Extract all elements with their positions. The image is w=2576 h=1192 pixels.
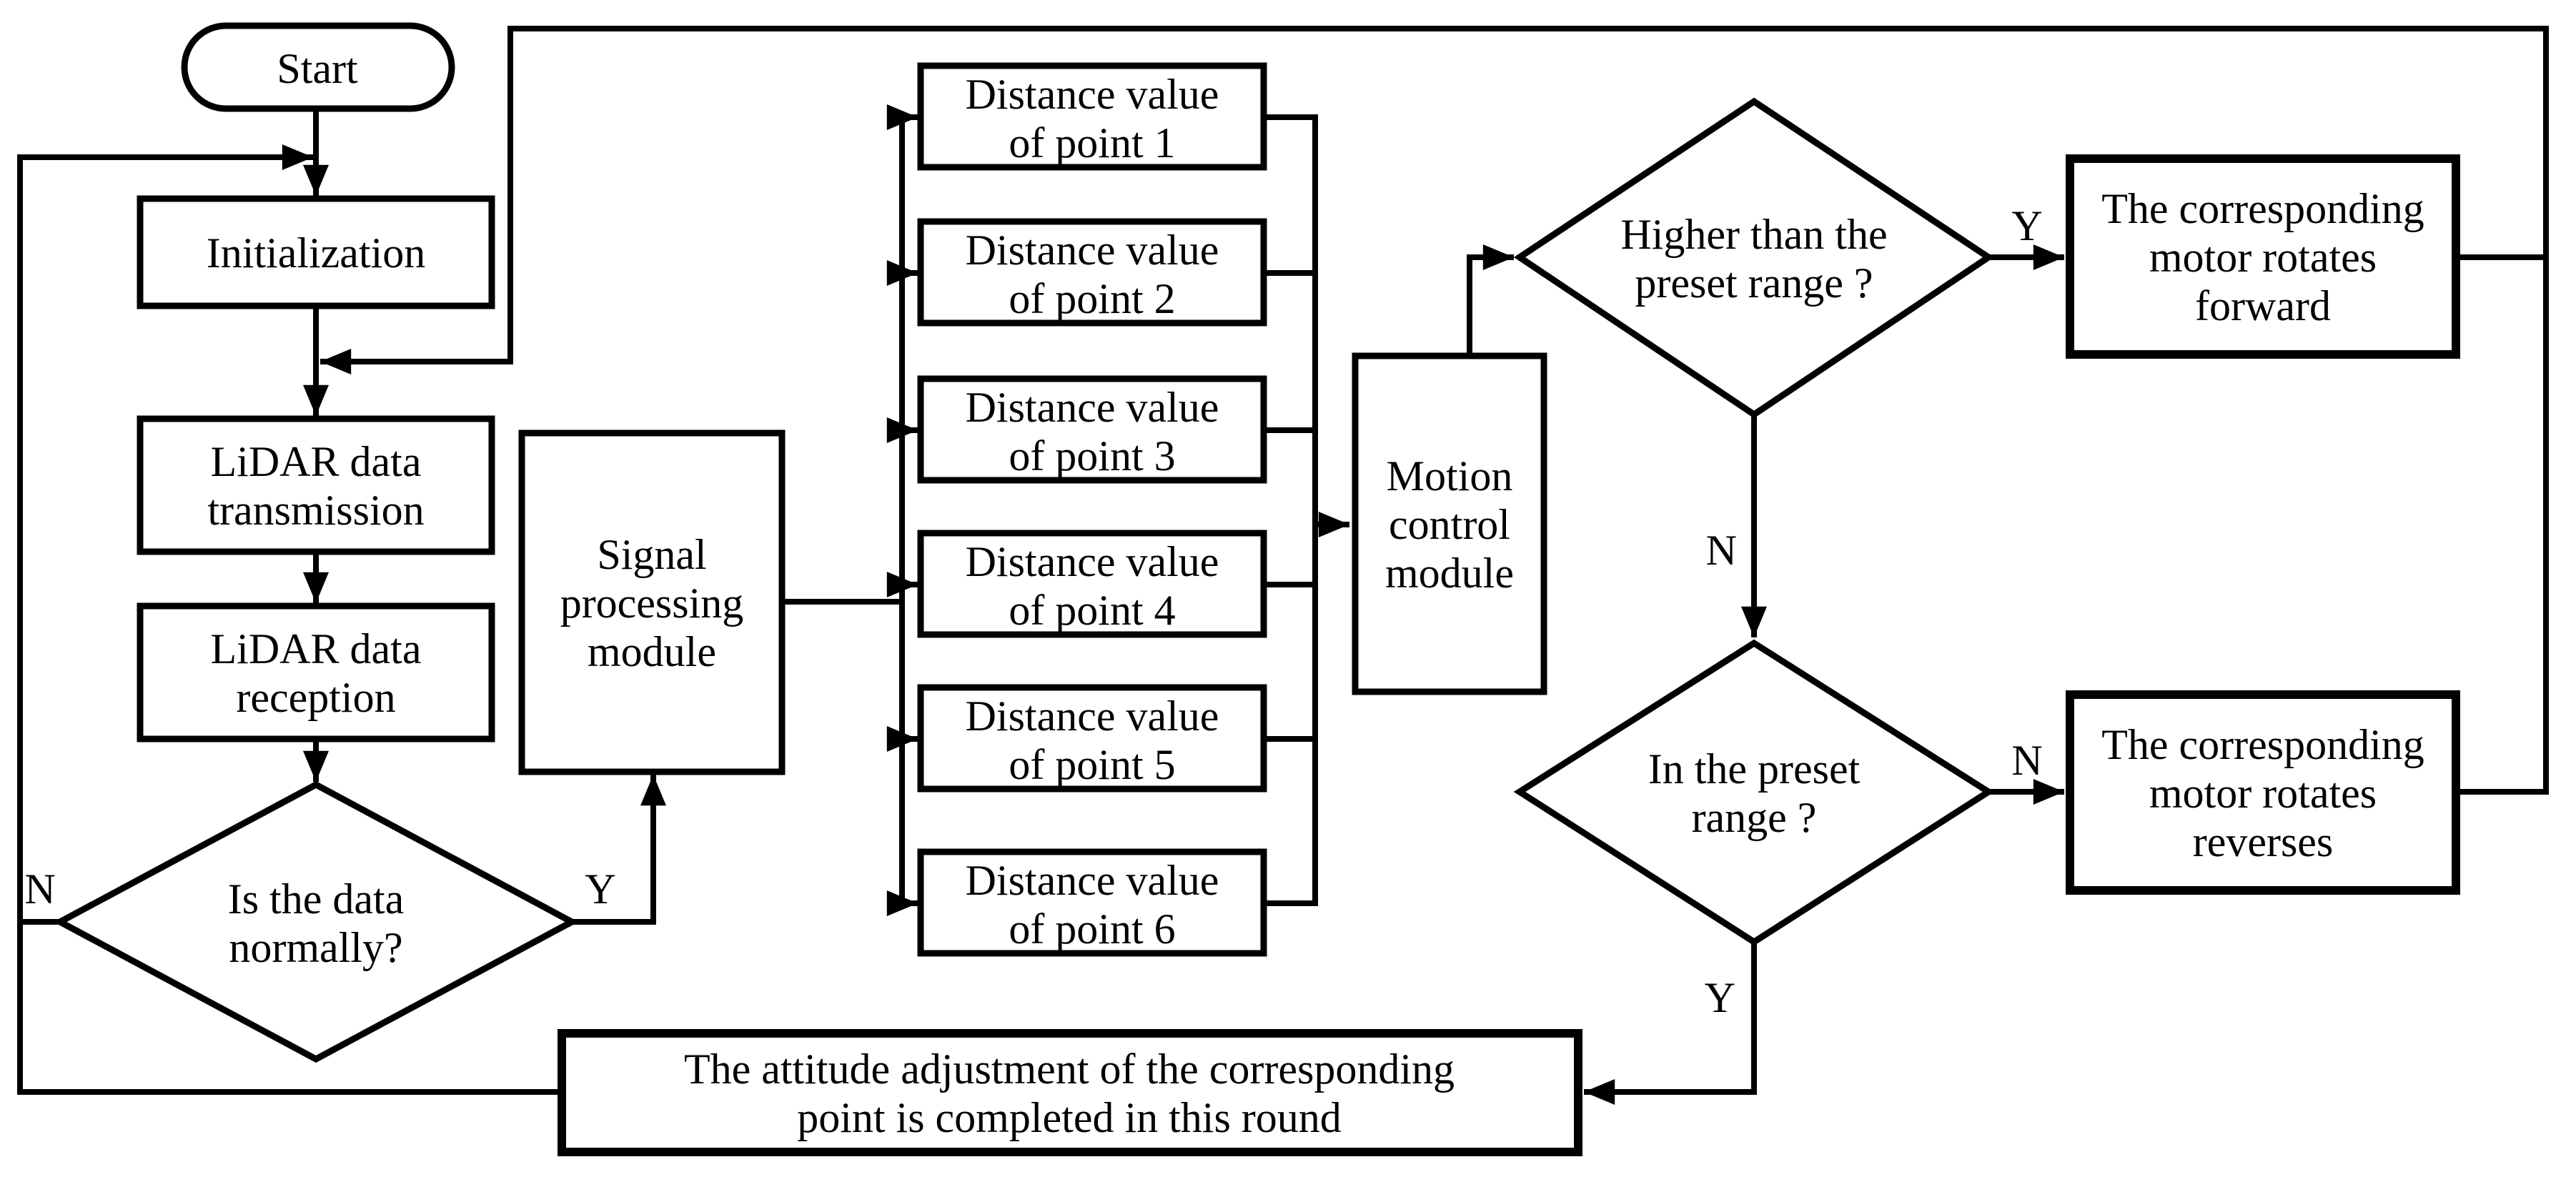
node-attitude-complete: The attitude adjustment of the correspon… (558, 1029, 1582, 1156)
process-box (2066, 690, 2460, 895)
node-label: LiDAR data (211, 625, 422, 672)
edge-label-yes: Y (2011, 202, 2042, 249)
node-label: point is completed in this round (797, 1094, 1342, 1141)
node-label: LiDAR data (211, 438, 422, 485)
node-distance-point-3: Distance value of point 3 (917, 375, 1267, 484)
node-label: Distance value (966, 538, 1219, 585)
node-distance-point-1: Distance value of point 1 (917, 62, 1267, 171)
node-in-preset-range-decision: In the preset range ? (1513, 639, 1995, 946)
edge-label-no: N (24, 865, 55, 913)
edge-label-no: N (1706, 527, 1737, 574)
node-label: transmission (207, 487, 424, 534)
node-label: processing (560, 580, 744, 627)
edge-label-yes: Y (1705, 974, 1735, 1021)
node-label: range ? (1692, 794, 1817, 841)
node-label: Motion (1387, 452, 1513, 500)
process-box (518, 429, 786, 775)
node-label: Distance value (966, 857, 1219, 904)
node-lidar-transmission: LiDAR data transmission (137, 415, 495, 555)
node-distance-point-2: Distance value of point 2 (917, 218, 1267, 327)
node-label: of point 4 (1009, 587, 1175, 634)
edge-right-feedback-loop (320, 26, 2549, 795)
node-label: The corresponding (2101, 721, 2424, 768)
node-label: of point 2 (1009, 275, 1175, 322)
node-signal-processing: Signal processing module (518, 429, 786, 775)
node-label: reception (236, 674, 395, 721)
node-label: Higher than the (1620, 211, 1887, 258)
node-label: of point 5 (1009, 741, 1175, 788)
edge-in-range-yes (1584, 942, 1757, 1105)
node-label: of point 1 (1009, 119, 1175, 167)
process-box (917, 848, 1267, 957)
decision-diamond (1513, 639, 1995, 946)
node-label: module (588, 628, 716, 675)
node-distance-point-6: Distance value of point 6 (917, 848, 1267, 957)
process-box (917, 375, 1267, 484)
node-label: of point 6 (1009, 905, 1175, 953)
node-motor-forward: The corresponding motor rotates forward (2066, 154, 2460, 359)
node-lidar-reception: LiDAR data reception (137, 602, 495, 742)
node-higher-than-preset-decision: Higher than the preset range ? (1513, 97, 1995, 419)
node-label: preset range ? (1635, 259, 1873, 307)
edge-label-yes: Y (585, 865, 615, 913)
node-label: module (1385, 550, 1514, 597)
process-box (137, 415, 495, 555)
node-label: The attitude adjustment of the correspon… (684, 1046, 1455, 1093)
edge-data-normal-yes (572, 774, 666, 925)
node-label: Signal (597, 531, 706, 578)
node-label: Distance value (966, 71, 1219, 118)
decision-diamond (53, 780, 579, 1063)
node-label: reverses (2193, 818, 2334, 865)
node-label: of point 3 (1009, 432, 1175, 480)
node-label: motor rotates (2149, 234, 2377, 281)
process-box (917, 218, 1267, 327)
node-distance-point-5: Distance value of point 5 (917, 684, 1267, 793)
node-label: forward (2195, 282, 2331, 329)
node-label: motor rotates (2149, 770, 2377, 817)
node-motion-control: Motion control module (1352, 352, 1547, 695)
node-label: Is the data (228, 875, 405, 923)
node-start: Start (181, 22, 455, 112)
process-box (558, 1029, 1582, 1156)
process-box (1352, 352, 1547, 695)
node-distance-point-4: Distance value of point 4 (917, 530, 1267, 638)
edge-motion-to-higher-decision (1467, 244, 1514, 356)
node-label: Initialization (207, 229, 426, 277)
node-initialization: Initialization (137, 195, 495, 309)
decision-diamond (1513, 97, 1995, 419)
node-label: normally? (229, 924, 402, 971)
process-box (2066, 154, 2460, 359)
node-label: Distance value (966, 692, 1219, 740)
node-label: In the preset (1648, 745, 1861, 793)
node-label: Distance value (966, 227, 1219, 274)
node-label: Distance value (966, 384, 1219, 431)
node-data-normal-decision: Is the data normally? (53, 780, 579, 1063)
process-box (917, 62, 1267, 171)
node-label: control (1389, 501, 1510, 548)
node-label: The corresponding (2101, 185, 2424, 232)
edge-label-no: N (2011, 737, 2042, 784)
process-box (137, 602, 495, 742)
process-box (917, 684, 1267, 793)
node-label: Start (277, 45, 358, 92)
node-motor-reverse: The corresponding motor rotates reverses (2066, 690, 2460, 895)
terminator-shape (181, 22, 455, 112)
edge-left-return-loop (17, 144, 562, 1095)
process-box (137, 195, 495, 309)
process-box (917, 530, 1267, 638)
